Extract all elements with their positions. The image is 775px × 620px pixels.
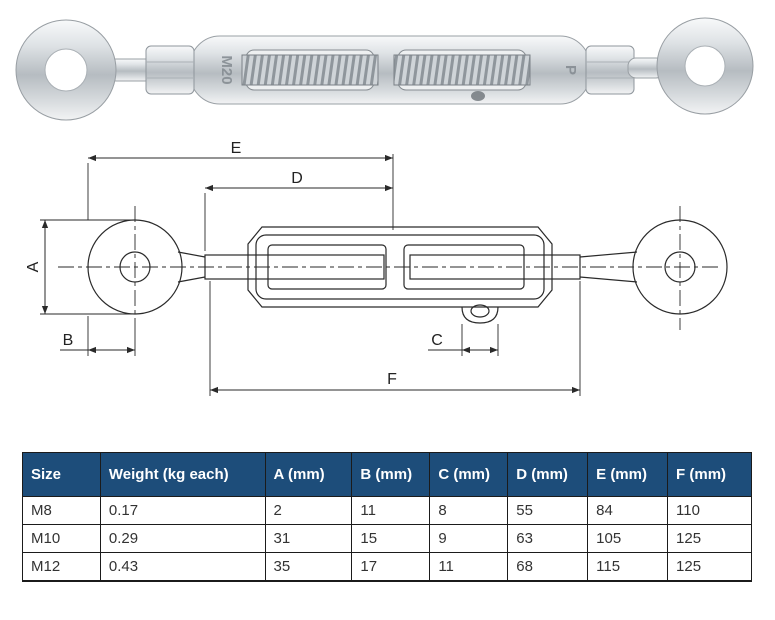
table-row: M10 0.29 31 15 9 63 105 125 xyxy=(22,524,752,553)
cell-weight: 0.29 xyxy=(99,524,266,553)
photo-stamp-left: M20 xyxy=(218,55,235,84)
technical-drawing: E D A B C F xyxy=(0,140,775,440)
dim-label-A: A xyxy=(25,261,42,272)
drawing-rod-left xyxy=(204,254,385,280)
spec-table-section: Size Weight (kg each) A (mm) B (mm) C (m… xyxy=(22,452,752,582)
photo-hex-nut-right xyxy=(585,45,635,95)
cell-c: 11 xyxy=(429,552,509,582)
cell-e: 84 xyxy=(587,496,669,525)
photo-left-end xyxy=(15,19,195,121)
cell-a: 31 xyxy=(264,524,353,553)
header-b: B (mm) xyxy=(351,452,431,497)
photo-stamp-right: P xyxy=(562,65,579,75)
drawing-body xyxy=(204,226,581,324)
photo-body xyxy=(189,35,591,105)
table-header-row: Size Weight (kg each) A (mm) B (mm) C (m… xyxy=(22,452,752,497)
drawing-tab xyxy=(461,306,499,324)
dimension-lines xyxy=(41,154,580,394)
cell-f: 125 xyxy=(667,524,752,553)
photo-right-end xyxy=(585,17,754,115)
header-e: E (mm) xyxy=(587,452,669,497)
cell-size: M12 xyxy=(22,552,101,582)
centerlines xyxy=(58,206,718,330)
dim-label-C: C xyxy=(431,332,443,349)
photo-body-hole xyxy=(471,91,485,101)
turnbuckle-photo: M20 P xyxy=(0,0,775,140)
cell-weight: 0.17 xyxy=(99,496,266,525)
dim-label-E: E xyxy=(231,140,242,157)
photo-hex-nut-left xyxy=(145,45,195,95)
cell-e: 105 xyxy=(587,524,669,553)
extension-lines xyxy=(40,154,581,396)
drawing-eye-right xyxy=(579,219,728,315)
technical-drawing-svg: E D A B C F xyxy=(25,140,728,396)
cell-b: 15 xyxy=(351,524,431,553)
header-d: D (mm) xyxy=(507,452,589,497)
cell-b: 17 xyxy=(351,552,431,582)
header-c: C (mm) xyxy=(429,452,509,497)
cell-c: 9 xyxy=(429,524,509,553)
table-row: M12 0.43 35 17 11 68 115 125 xyxy=(22,552,752,582)
cell-e: 115 xyxy=(587,552,669,582)
dim-label-F: F xyxy=(387,371,397,388)
dim-label-B: B xyxy=(63,332,74,349)
header-weight: Weight (kg each) xyxy=(99,452,266,497)
photo-threaded-rod-right xyxy=(393,54,531,86)
spec-table: Size Weight (kg each) A (mm) B (mm) C (m… xyxy=(22,452,752,582)
cell-b: 11 xyxy=(351,496,431,525)
photo-threaded-rod-left xyxy=(241,54,379,86)
drawing-rod-right xyxy=(409,254,581,280)
cell-a: 2 xyxy=(264,496,353,525)
cell-f: 125 xyxy=(667,552,752,582)
cell-f: 110 xyxy=(667,496,752,525)
cell-a: 35 xyxy=(264,552,353,582)
cell-c: 8 xyxy=(429,496,509,525)
dim-label-D: D xyxy=(291,170,303,187)
cell-size: M8 xyxy=(22,496,101,525)
cell-size: M10 xyxy=(22,524,101,553)
header-a: A (mm) xyxy=(264,452,353,497)
cell-weight: 0.43 xyxy=(99,552,266,582)
cell-d: 63 xyxy=(507,524,589,553)
turnbuckle-photo-svg: M20 P xyxy=(15,17,754,121)
table-row: M8 0.17 2 11 8 55 84 110 xyxy=(22,496,752,525)
header-size: Size xyxy=(22,452,101,497)
header-f: F (mm) xyxy=(667,452,752,497)
cell-d: 55 xyxy=(507,496,589,525)
cell-d: 68 xyxy=(507,552,589,582)
